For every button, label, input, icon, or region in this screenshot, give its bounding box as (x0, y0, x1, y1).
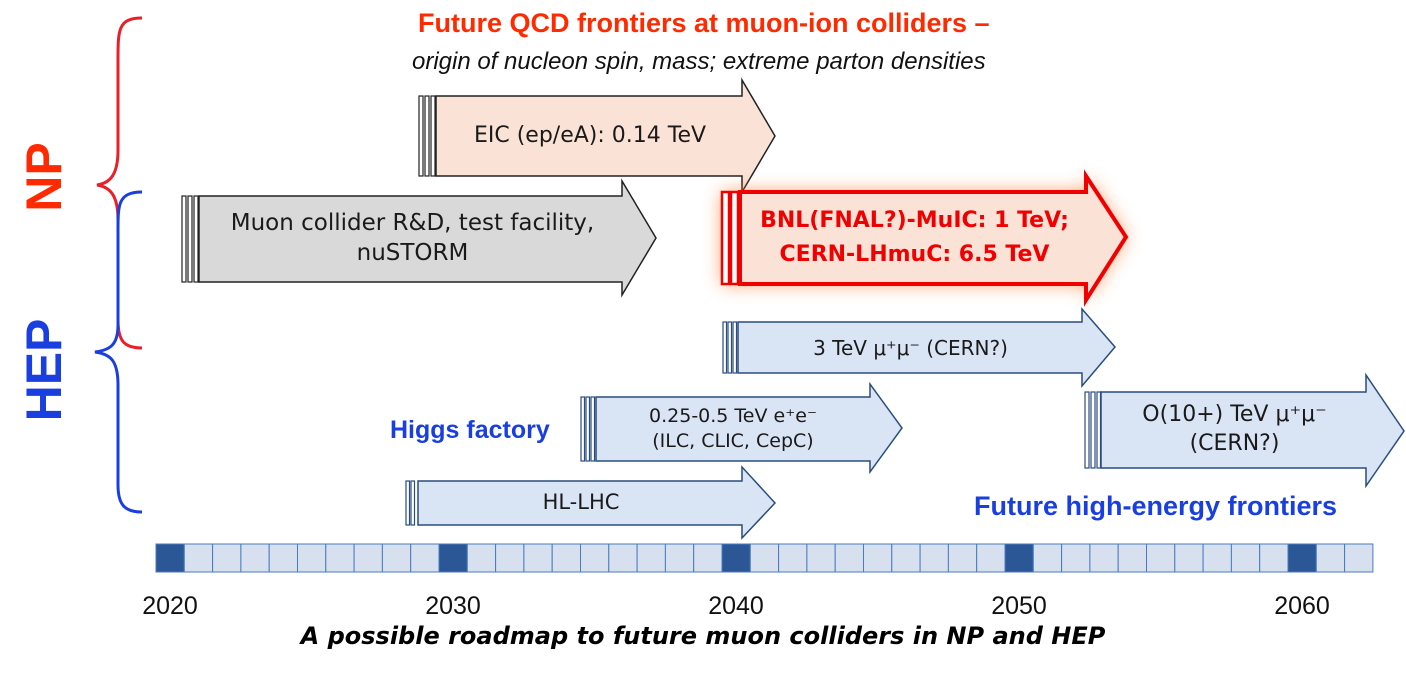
timeline-year-cell (976, 543, 1006, 573)
timeline-decade-cell (155, 543, 185, 573)
year-2040: 2040 (708, 592, 764, 620)
timeline-year-cell (1174, 543, 1204, 573)
timeline-year-cell (834, 543, 865, 573)
timeline-year-cell (1117, 543, 1147, 573)
timeline-year-cell (212, 543, 242, 573)
timeline-year-cell (664, 543, 695, 573)
muon-rd-arrow (181, 178, 657, 298)
year-2050: 2050 (991, 592, 1047, 620)
timeline-year-cell (1230, 543, 1261, 573)
muic-line1: BNL(FNAL?)-MuIC: 1 TeV; (760, 207, 1069, 233)
np-brace (96, 16, 143, 350)
year-2060: 2060 (1274, 592, 1330, 620)
higgs-line2: (ILC, CLIC, CepC) (652, 430, 814, 452)
timeline-year-cell (325, 543, 355, 573)
timeline-year-cell (1315, 543, 1346, 573)
timeline-year-cell (580, 543, 610, 573)
o10-arrow (1084, 372, 1405, 489)
timeline-decade-cell (721, 543, 751, 573)
qcd-subtitle: origin of nucleon spin, mass; extreme pa… (412, 48, 986, 75)
np-label: NP (16, 142, 72, 212)
tev3-arrow (722, 306, 1116, 389)
year-2020: 2020 (142, 592, 198, 620)
higgs-factory-label: Higgs factory (390, 416, 550, 444)
timeline-year-cell (551, 543, 582, 573)
timeline-year-cell (523, 543, 553, 573)
timeline-year-cell (863, 543, 893, 573)
higgs-arrow (580, 381, 903, 475)
timeline-bar (155, 543, 1374, 573)
timeline-year-cell (778, 543, 808, 573)
muic-line2: CERN-LHmuC: 6.5 TeV (779, 242, 1050, 267)
timeline-year-cell (919, 543, 949, 573)
timeline-year-cell (947, 543, 978, 573)
timeline-year-cell (353, 543, 383, 573)
timeline-year-cell (1146, 543, 1176, 573)
future-hep-label: Future high-energy frontiers (974, 491, 1338, 521)
muic-label: BNL(FNAL?)-MuIC: 1 TeV; CERN-LHmuC: 6.5 … (742, 192, 1087, 284)
timeline-year-cell (183, 543, 214, 573)
timeline-year-cell (1259, 543, 1289, 573)
muon-rd-line2: nuSTORM (356, 240, 469, 266)
timeline-year-cell (749, 543, 780, 573)
o10-line1: O(10+) TeV μ⁺μ⁻ (1142, 402, 1327, 428)
o10-line2: (CERN?) (1189, 431, 1280, 456)
timeline-year-cell (806, 543, 836, 573)
timeline-year-cell (466, 543, 497, 573)
timeline-year-cell (1089, 543, 1119, 573)
timeline-year-cell (636, 543, 666, 573)
timeline-year-cell (1032, 543, 1063, 573)
hep-label: HEP (16, 318, 72, 422)
timeline-year-cell (495, 543, 525, 573)
timeline-decade-cell (1004, 543, 1034, 573)
timeline-decade-cell (1287, 543, 1317, 573)
timeline-year-cell (240, 543, 270, 573)
year-2030: 2030 (425, 592, 481, 620)
hllhc-label: HL-LHC (542, 490, 620, 515)
timeline-year-cell (297, 543, 327, 573)
higgs-line1: 0.25-0.5 TeV e⁺e⁻ (649, 405, 817, 428)
tev3-label: 3 TeV μ⁺μ⁻ (CERN?) (813, 335, 1008, 360)
eic-arrow (418, 77, 776, 195)
hllhc-arrow (405, 465, 777, 540)
timeline-year-cell (268, 543, 299, 573)
higgs-arrow-label: 0.25-0.5 TeV e⁺e⁻ (ILC, CLIC, CepC) (597, 397, 869, 461)
timeline-year-cell (381, 543, 412, 573)
muic-arrow (720, 169, 1129, 307)
timeline-year-cell (608, 543, 638, 573)
timeline-year-cell (693, 543, 723, 573)
o10-label: O(10+) TeV μ⁺μ⁻ (CERN?) (1102, 392, 1367, 468)
caption: A possible roadmap to future muon collid… (300, 622, 1106, 650)
timeline-year-cell (1344, 543, 1374, 573)
muon-rd-label: Muon collider R&D, test facility, nuSTOR… (200, 196, 625, 282)
eic-label: EIC (ep/eA): 0.14 TeV (473, 122, 707, 148)
timeline-year-cell (1202, 543, 1232, 573)
timeline-year-cell (1061, 543, 1091, 573)
timeline-year-cell (410, 543, 440, 573)
muon-rd-line1: Muon collider R&D, test facility, (230, 210, 595, 237)
qcd-title: Future QCD frontiers at muon-ion collide… (418, 8, 990, 38)
timeline-year-cell (891, 543, 921, 573)
timeline-decade-cell (438, 543, 468, 573)
hep-brace (94, 190, 143, 514)
